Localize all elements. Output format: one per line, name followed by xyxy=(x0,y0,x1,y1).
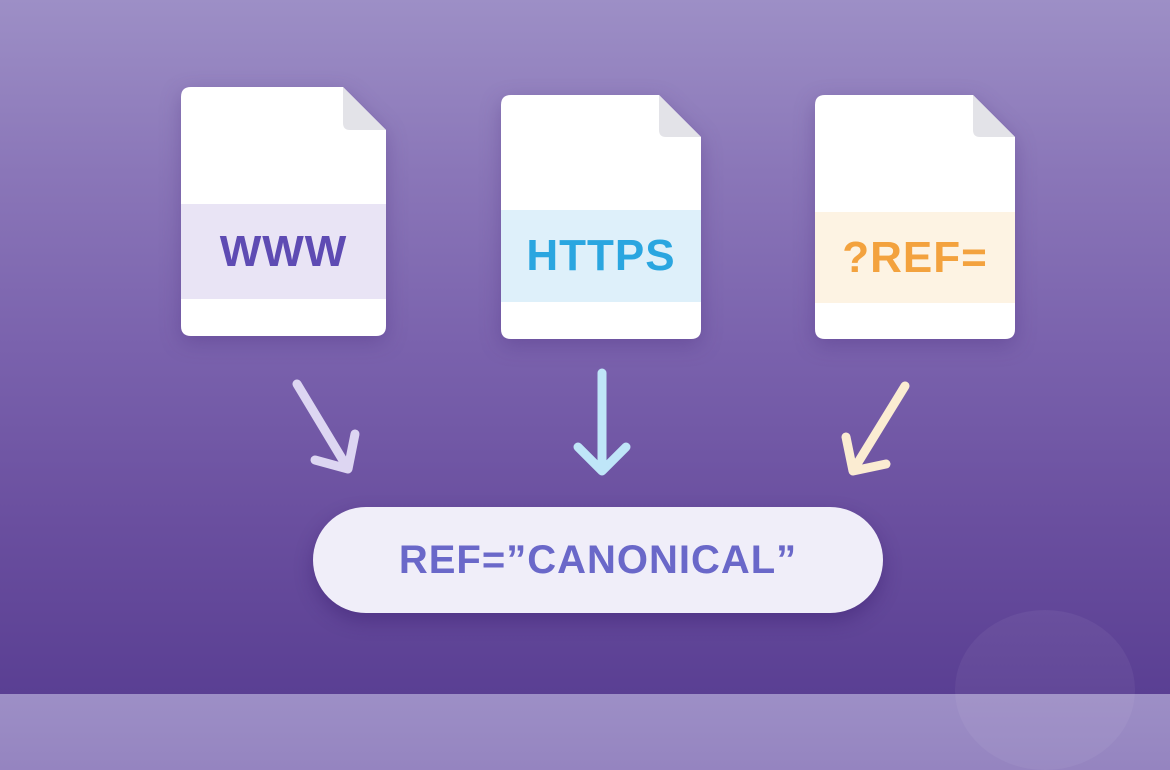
canonical-tag: REF=”CANONICAL” xyxy=(313,507,883,613)
file-icon xyxy=(815,95,1015,339)
file-icon xyxy=(501,95,701,339)
document-www: WWW xyxy=(181,87,386,336)
background-glow xyxy=(955,610,1135,770)
arrow-down-left-icon xyxy=(841,381,910,476)
document-label-ref: ?REF= xyxy=(842,232,988,282)
document-label-https: HTTPS xyxy=(526,231,676,280)
canonical-label: REF=”CANONICAL” xyxy=(398,537,798,582)
arrow-down-right-icon xyxy=(292,379,360,474)
document-https: HTTPS xyxy=(501,95,701,339)
document-label-www: WWW xyxy=(219,226,348,276)
file-icon xyxy=(181,87,386,336)
document-ref: ?REF= xyxy=(815,95,1015,339)
arrow-down-icon xyxy=(573,368,631,476)
